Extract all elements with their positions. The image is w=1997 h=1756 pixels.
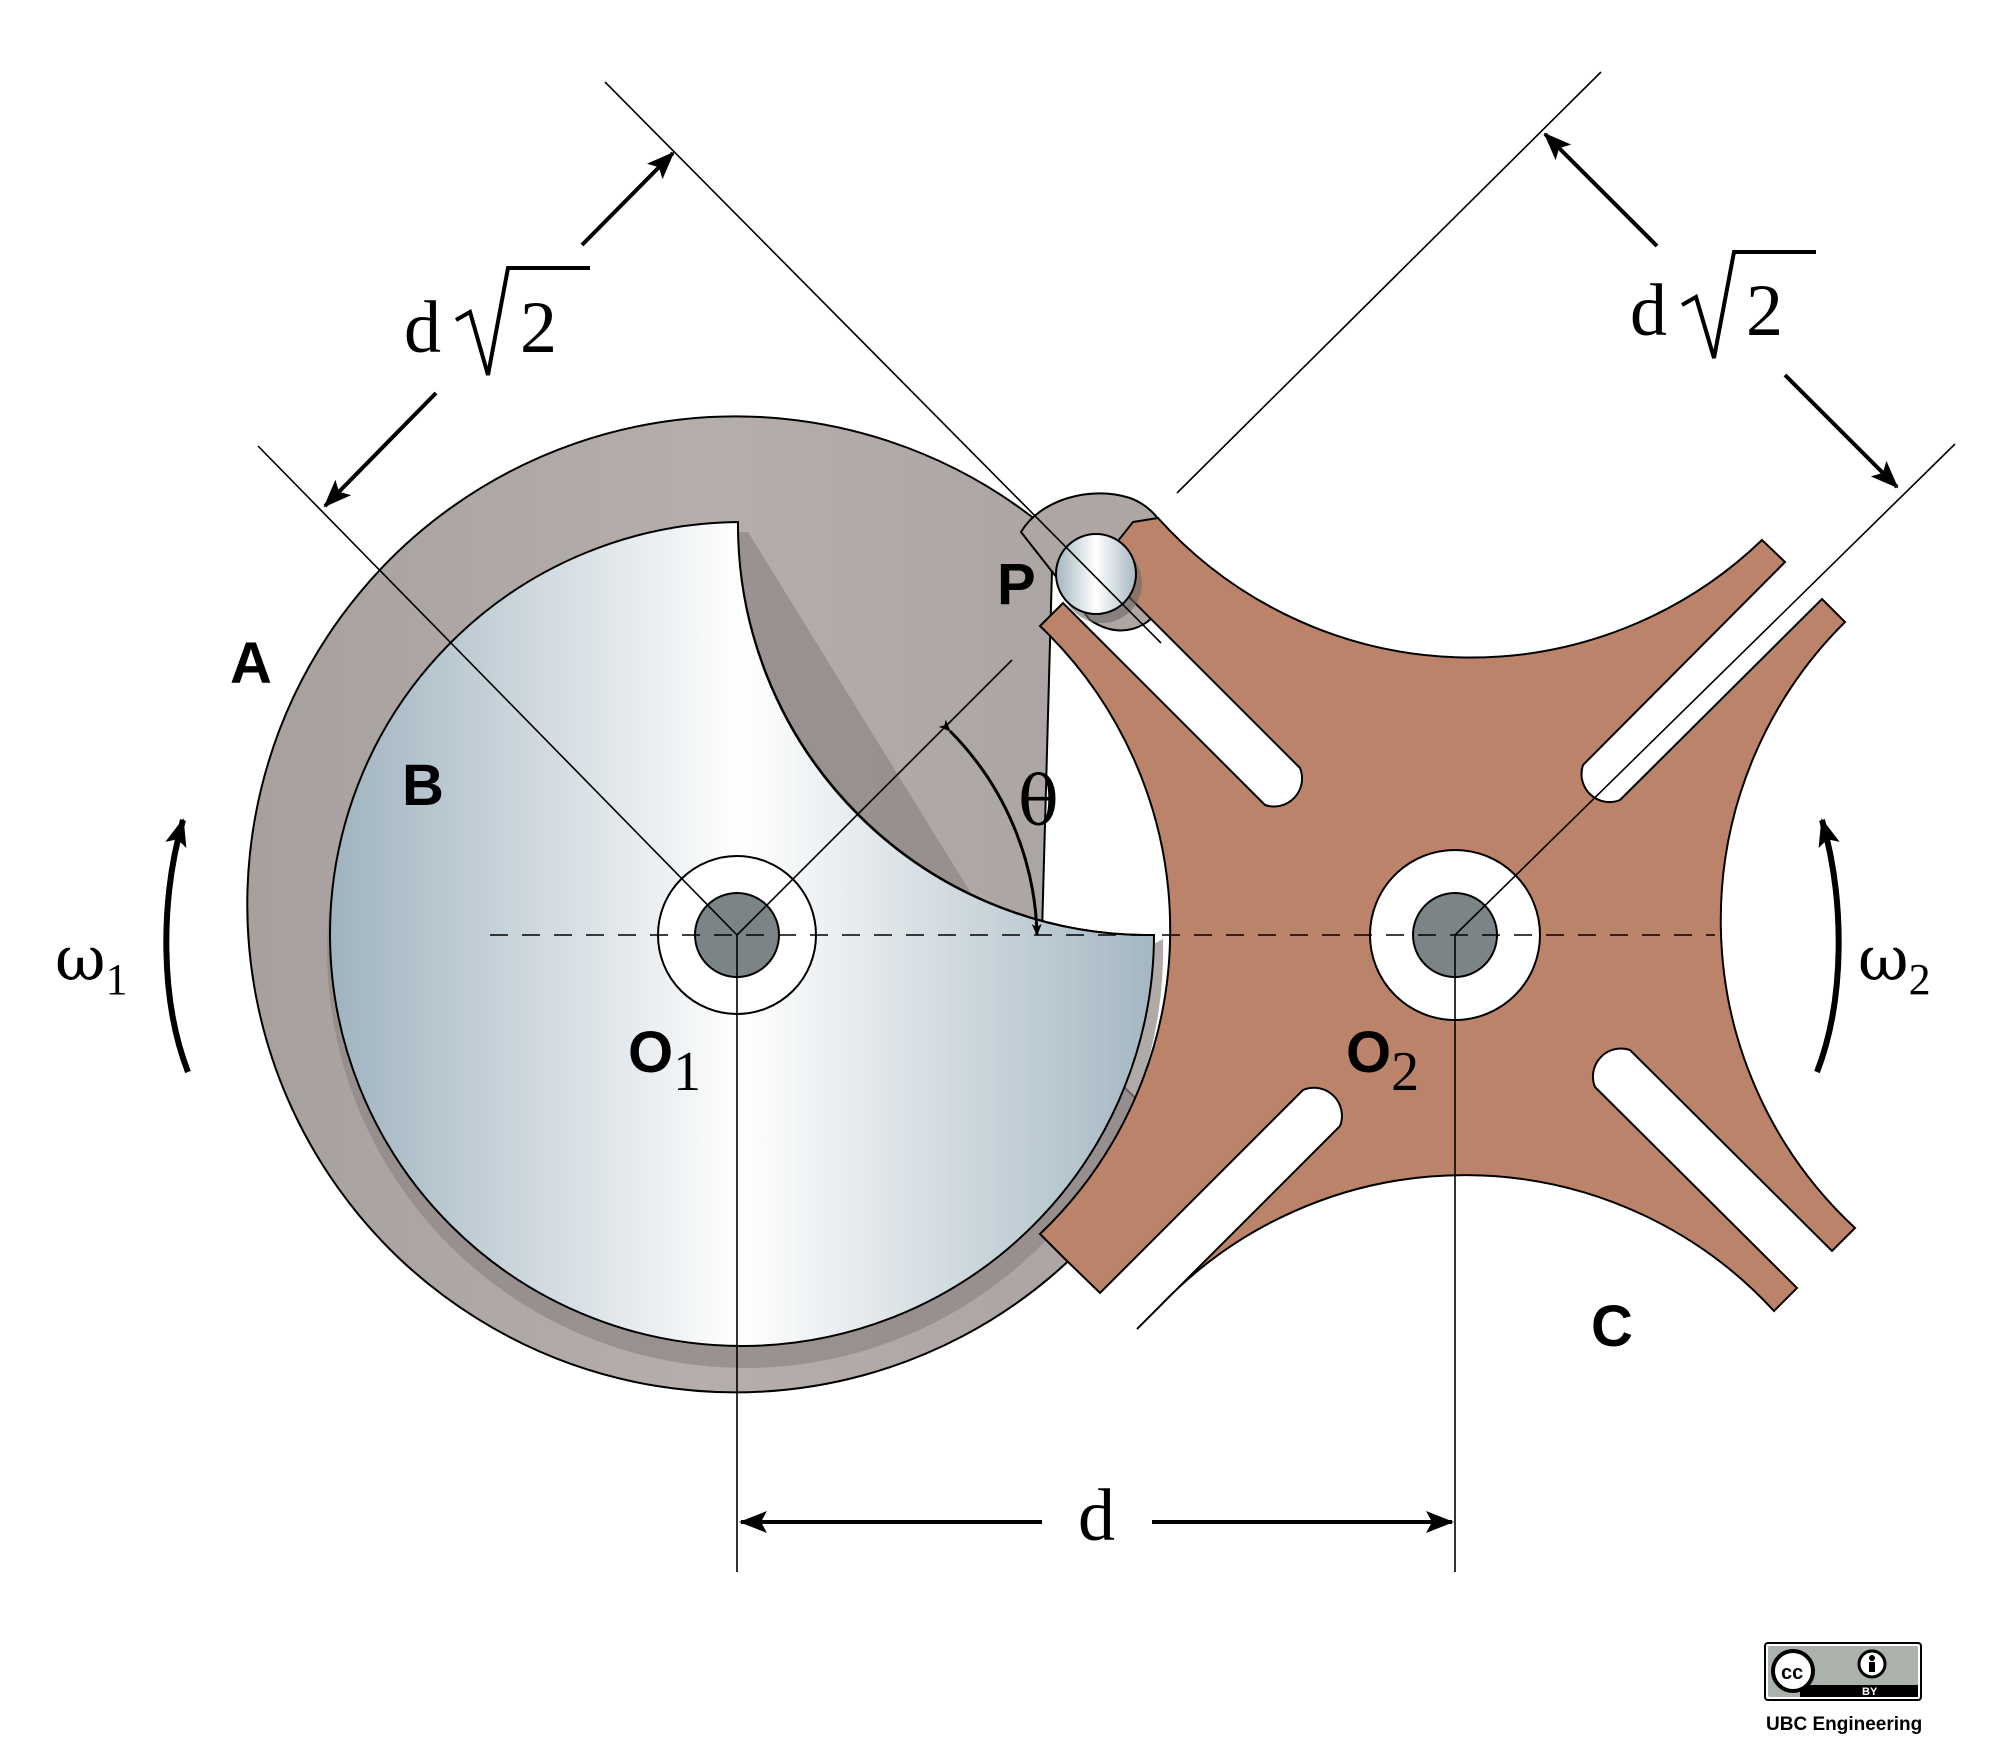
construction-lines <box>257 71 1956 1572</box>
by-text: BY <box>1862 1686 1878 1698</box>
dim-right-arrow-bottom <box>1783 373 1899 489</box>
label-omega1-sub: 1 <box>106 955 128 1004</box>
dim-left-arrow-bottom <box>323 391 438 508</box>
label-omega2: ω2 <box>1858 922 1931 1004</box>
crescent-arc <box>737 521 1155 936</box>
dim-left-radicand: 2 <box>520 287 557 369</box>
slot-axis-line <box>1454 443 1956 936</box>
label-o2: O2 <box>1346 1020 1419 1103</box>
label-c: C <box>1591 1294 1633 1359</box>
label-omega2-sub: 2 <box>1909 955 1931 1004</box>
label-o2-sub: 2 <box>1391 1041 1419 1103</box>
cc-icon <box>1771 1649 1815 1693</box>
extension-left-top <box>604 81 1162 644</box>
cc-icon-text: cc <box>1781 1662 1803 1684</box>
theta-arc <box>938 719 1042 936</box>
label-omega1: ω1 <box>55 922 128 1004</box>
omega2-arrow <box>1814 818 1842 1074</box>
dim-right-arrow-top <box>1543 132 1659 248</box>
label-p: P <box>997 552 1036 617</box>
crank-line-o1-p <box>257 445 738 936</box>
dim-label-right: d 2 <box>1630 250 1816 359</box>
dim-left-radical <box>455 266 590 376</box>
omega1-arrow <box>163 818 191 1074</box>
dim-right-d: d <box>1630 270 1667 352</box>
dim-right-radical <box>1681 250 1816 359</box>
label-o2-base: O <box>1346 1020 1391 1085</box>
theta-ray <box>736 659 1013 936</box>
dim-left-arrow-top <box>580 151 675 247</box>
label-o1-sub: 1 <box>673 1041 701 1103</box>
cc-by-badge: cc BY UBC Engineering <box>1764 1642 1922 1735</box>
label-b: B <box>402 753 444 818</box>
label-d: d <box>1078 1475 1115 1557</box>
label-theta: θ <box>1018 763 1059 842</box>
drive-pin <box>1055 533 1137 615</box>
dim-label-left: d 2 <box>404 266 590 376</box>
label-a: A <box>230 631 272 696</box>
dim-left-d: d <box>404 287 441 369</box>
label-omega2-base: ω <box>1858 922 1909 995</box>
label-omega1-base: ω <box>55 922 106 995</box>
label-o1-base: O <box>628 1020 673 1085</box>
credit-text: UBC Engineering <box>1766 1714 1922 1735</box>
extension-right-top <box>1176 71 1602 494</box>
label-o1: O1 <box>628 1020 701 1103</box>
dim-right-radicand: 2 <box>1746 270 1783 352</box>
